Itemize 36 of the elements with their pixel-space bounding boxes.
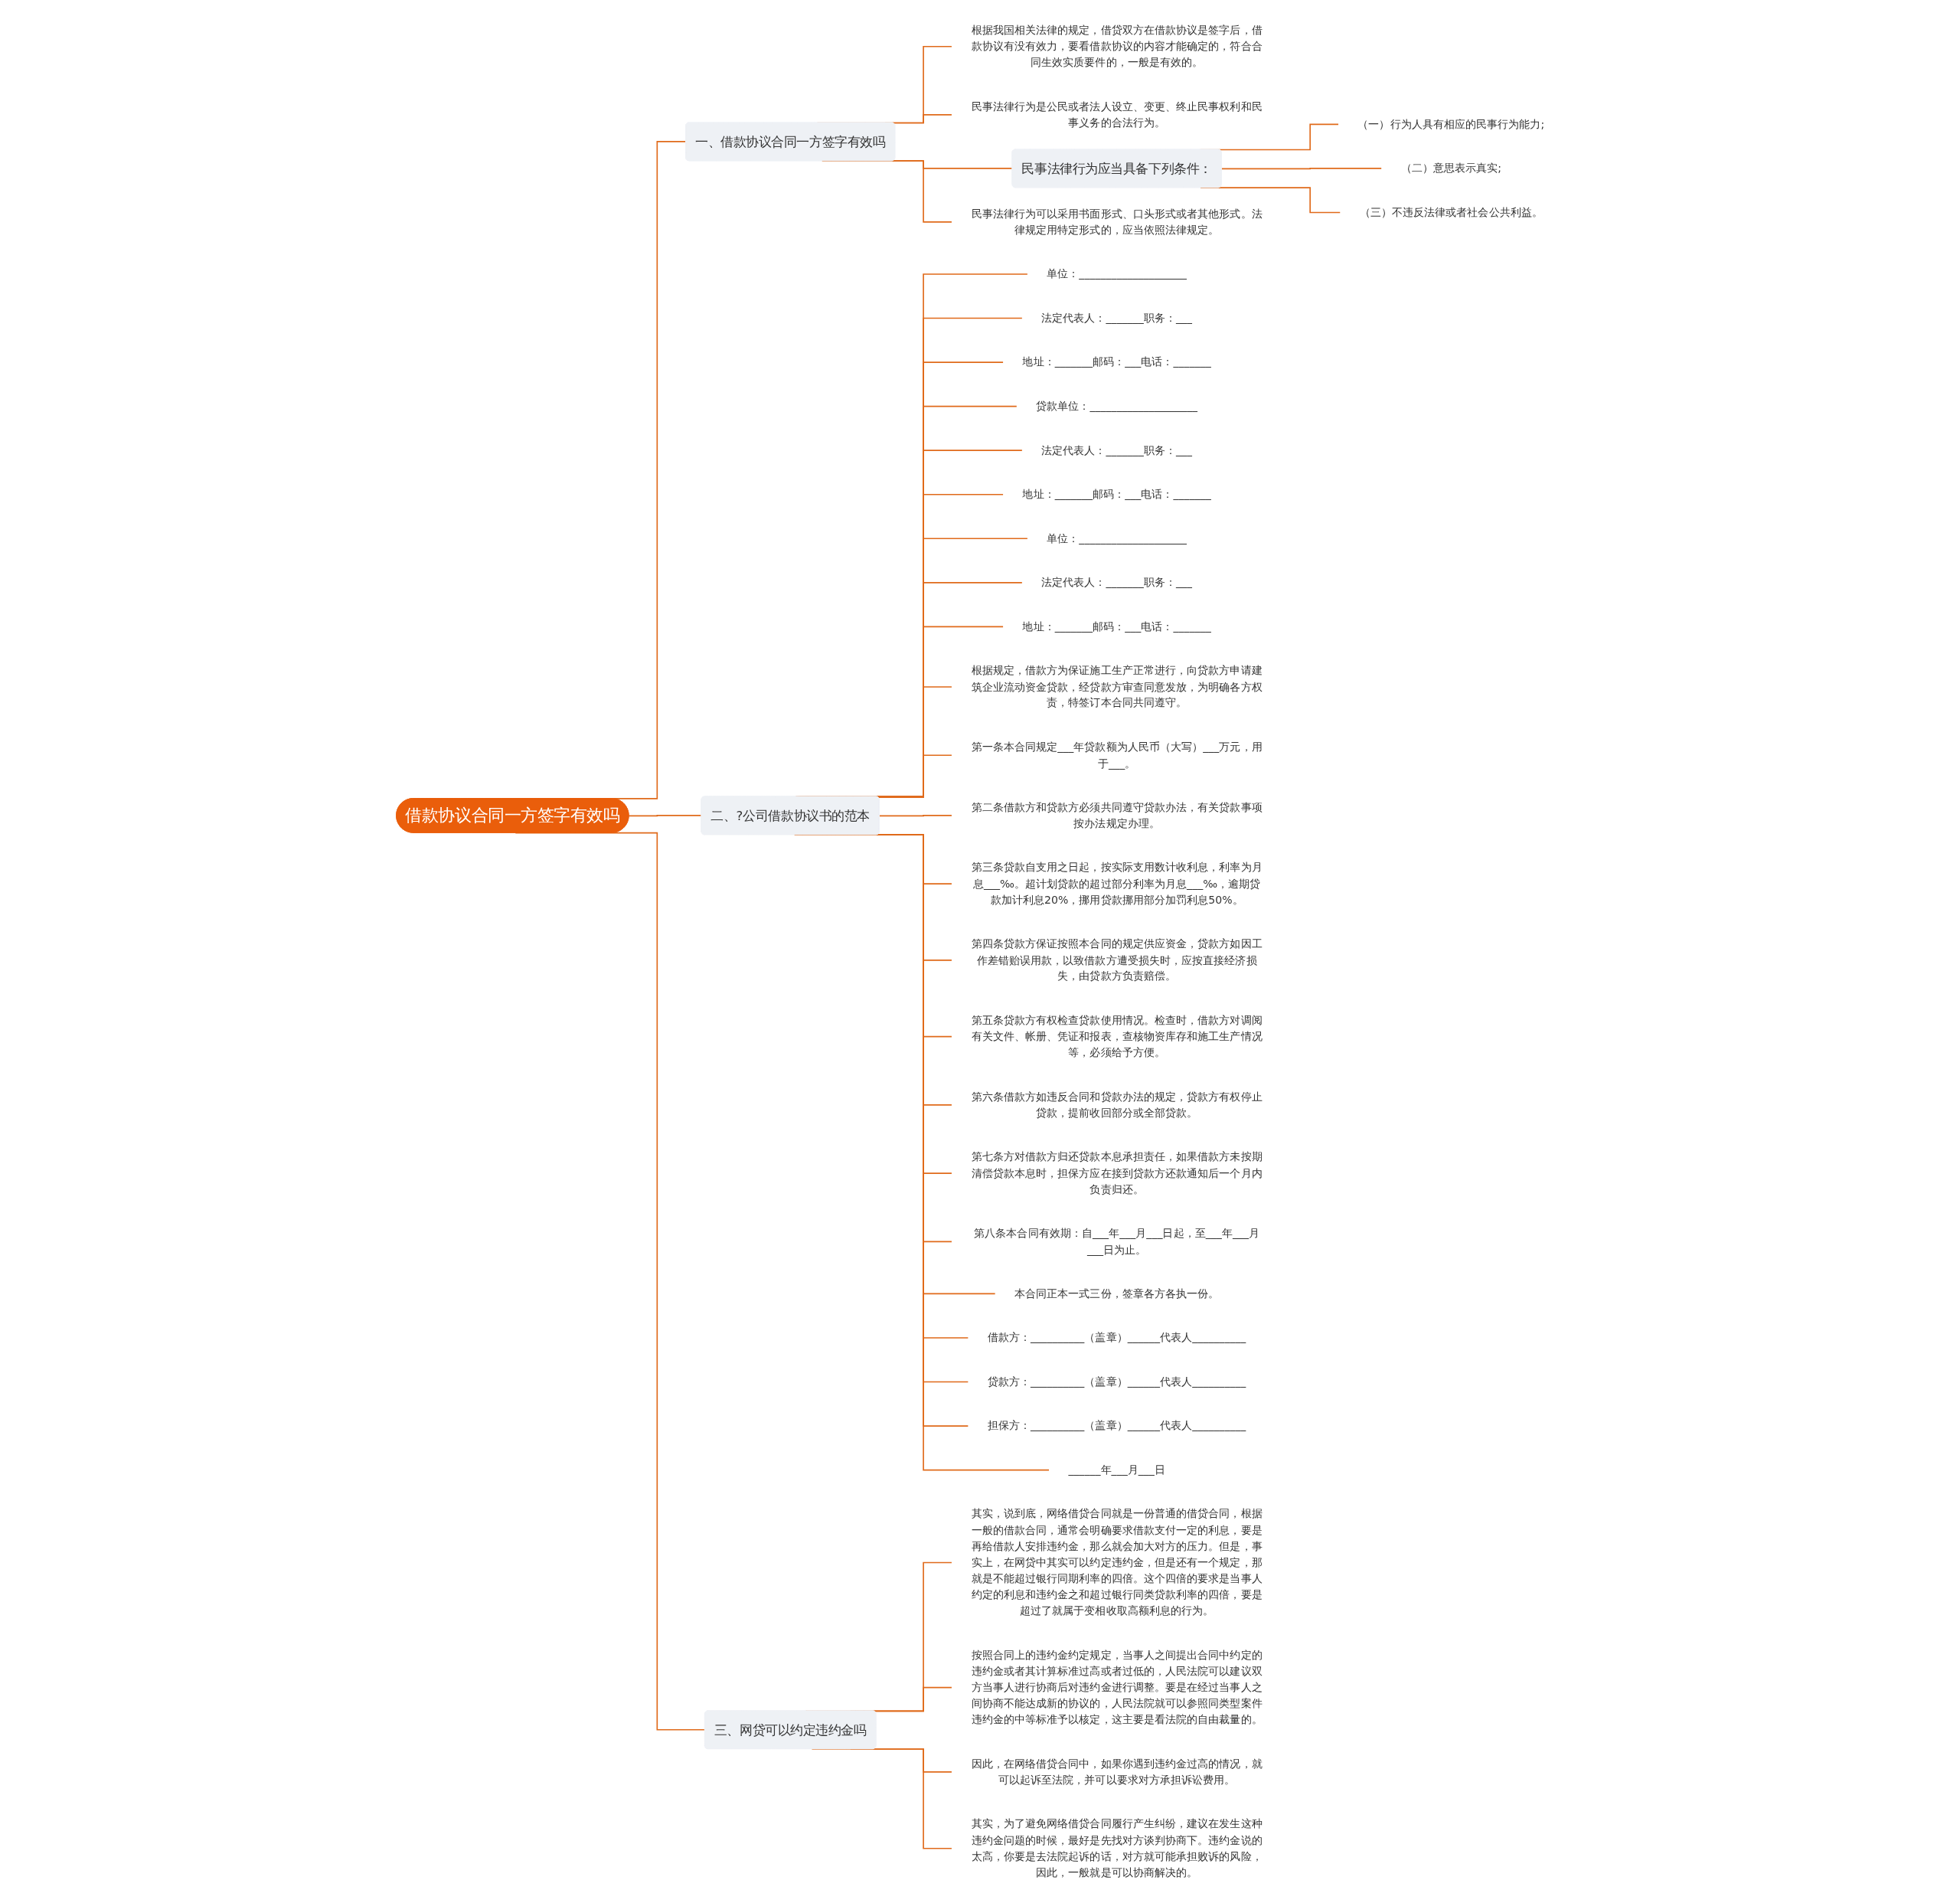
node-text: 根据我国相关法律的规定，借贷双方在借款协议是签字后，借款协议有没有效力，要看借款协议的内容才能确定的，符合合同生效实质要件的，一般是有效的。: [971, 23, 1263, 69]
node-text: 地址：_______邮码：___电话：_______: [1022, 355, 1211, 368]
node-text: 其实，说到底，网络借贷合同就是一份普通的借贷合同，根据一般的借款合同，通常会明确要求借款支付一定的利息，要是再给借款人安排违约金，那么就会加大对方的压力。但是，事实上，在网贷中其实可以约定违约金，但是还有一个规定，那就是不能超过银行同期利率的四倍。这个四倍的要求是当事人约定的利息和违约金之和超过银行同类贷款利率的四倍，要是超过了就属于变相收取高额利息的行为。: [971, 1507, 1263, 1617]
connector: [628, 815, 703, 817]
node-text: 地址：_______邮码：___电话：_______: [1022, 620, 1211, 633]
node-text: 因此，在网络借贷合同中，如果你遇到违约金过高的情况，就可以起诉至法院，并可以要求对方承担诉讼费用。: [971, 1757, 1263, 1787]
node-text: （一）行为人具有相应的民事行为能力;: [1357, 117, 1545, 131]
node-text: 第三条贷款自支用之日起，按实际支用数计收利息，利率为月息___‰。超计划贷款的超过部分利率为月息___‰，逾期贷款加计利息20%，挪用贷款挪用部分加罚利息50%。: [971, 861, 1263, 906]
node-text: 本合同正本一式三份，签章各方各执一份。: [1014, 1287, 1220, 1300]
node-text: 民事法律行为可以采用书面形式、口头形式或者其他形式。法律规定用特定形式的，应当依照法律规定。: [971, 207, 1263, 237]
node-text: ______年___月___日: [1068, 1463, 1166, 1476]
node-text: 第四条贷款方保证按照本合同的规定供应资金，贷款方如因工作差错贻误用款，以致借款方遭受损失时，应按直接经济损失，由贷款方负责赔偿。: [971, 937, 1263, 983]
node-text: 其实，为了避免网络借贷合同履行产生纠纷，建议在发生这种违约金问题的时候，最好是先找对方谈判协商下。违约金说的太高，你要是去法院起诉的话，对方就可能承担败诉的风险，因此，一般就是可以协商解决的。: [971, 1817, 1263, 1879]
node-text: 法定代表人：_______职务：___: [1041, 311, 1193, 325]
node-text: 贷款方：__________（盖章）______代表人__________: [987, 1375, 1246, 1388]
node-text: 借款方：__________（盖章）______代表人__________: [987, 1331, 1246, 1344]
node-text: 单位：____________________: [1047, 267, 1187, 280]
node-text: （二）意思表示真实;: [1400, 162, 1502, 175]
node-text: 贷款单位：____________________: [1036, 399, 1198, 413]
node-text: 民事法律行为是公民或者法人设立、变更、终止民事权利和民事义务的合法行为。: [971, 100, 1263, 129]
connector: [1220, 168, 1383, 170]
node-text: （三）不违反法律或者社会公共利益。: [1359, 205, 1544, 219]
node-text: 单位：____________________: [1047, 531, 1187, 544]
node-text: 根据规定，借款方为保证施工生产正常进行，向贷款方申请建筑企业流动资金贷款，经贷款方审查同意发放，为明确各方权责，特签订本合同共同遵守。: [971, 664, 1263, 709]
connector: [879, 815, 953, 817]
node-text: 第八条本合同有效期：自___年___月___日起，至___年___月___日为止。: [974, 1226, 1260, 1256]
node-text: 第六条借款方如违反合同和贷款办法的规定，贷款方有权停止贷款，提前收回部分或全部贷款。: [971, 1090, 1263, 1120]
node-text: 法定代表人：_______职务：___: [1041, 443, 1193, 456]
node-text: 第二条借款方和贷款方必须共同遵守贷款办法，有关贷款事项按办法规定办理。: [971, 800, 1263, 830]
node-text: 担保方：__________（盖章）______代表人__________: [987, 1419, 1246, 1432]
node-text: 按照合同上的违约金约定规定，当事人之间提出合同中约定的违约金或者其计算标准过高或者过低的，人民法院可以建议双方当事人进行协商后对违约金进行调整。要是在经过当事人之间协商不能达成新的协议的，人民法院就可以参照同类型案件违约金的中等标准予以核定，这主要是看法院的自由裁量的。: [971, 1648, 1263, 1726]
node-text: 第一条本合同规定___年贷款额为人民币（大写）___万元，用于___。: [971, 740, 1263, 770]
node-text: 第七条方对借款方归还贷款本息承担责任，如果借款方未按期清偿贷款本息时，担保方应在接到贷款方还款通知后一个月内负责归还。: [971, 1150, 1263, 1195]
node-text: 法定代表人：_______职务：___: [1041, 575, 1193, 589]
node-text: 第五条贷款方有权检查贷款使用情况。检查时，借款方对调阅有关文件、帐册、凭证和报表，查核物资库存和施工生产情况等，必须给予方便。: [971, 1013, 1263, 1059]
node-text: 地址：_______邮码：___电话：_______: [1022, 487, 1211, 501]
